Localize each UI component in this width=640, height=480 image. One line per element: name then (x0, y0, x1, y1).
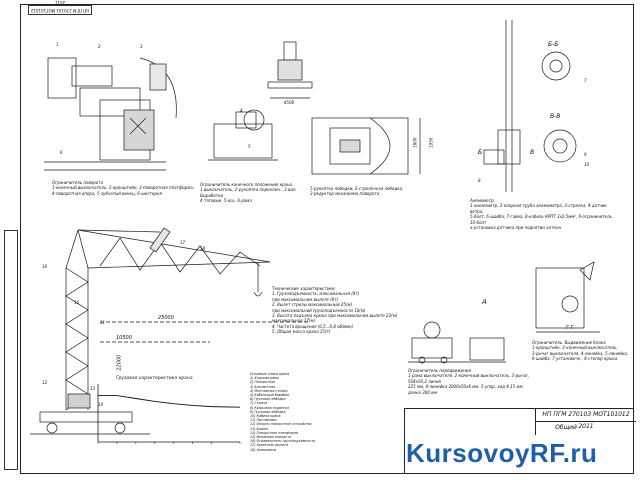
load-chart-frame (97, 384, 240, 443)
callout-15: 15 (74, 300, 80, 305)
dim-1950: 1950 (428, 137, 434, 148)
section-vv-label: В-В (550, 113, 561, 120)
crane-legend: Условные знаки крана 1) Ходовая рама 2) … (250, 372, 316, 452)
callout-17: 17 (180, 240, 186, 245)
supports-note: 5-рукоятка лебедки, 2-стрелочная лебедка… (310, 186, 404, 197)
load-curve-line (98, 395, 241, 408)
section-gg-label: Г-Г (566, 325, 574, 331)
turn-limiter-note: Ограничитель поворота 1-конечный выключа… (52, 180, 195, 196)
callout-12: 12 (42, 380, 48, 385)
load-chart-marks (97, 395, 241, 444)
drawing-code: НП ПГМ 270103 МОТ101012 2011 (535, 409, 636, 430)
callout-5: 5 (248, 144, 251, 149)
dim-1600: 1600 (412, 137, 418, 148)
tower-crane-drawing (30, 227, 310, 435)
callout-1: 1 (56, 42, 59, 47)
side-stamp-strip (4, 230, 18, 470)
load-chart-title: Грузовая характеристика крана (116, 376, 193, 381)
drawing-sheet-frame (20, 4, 634, 474)
section-a-label: А (482, 298, 487, 306)
turntable-plan-drawing (311, 117, 421, 175)
callout-6: 6 (60, 150, 63, 155)
callout-4: 4 (240, 108, 243, 113)
watermark-logo: KursovoyRF.ru (406, 438, 598, 468)
travel-limiter-note: Ограничитель конечного положения крана 1… (200, 182, 297, 204)
callout-9: 9 (584, 152, 587, 157)
callout-3: 3 (140, 44, 143, 49)
callout-16: 16 (42, 264, 48, 269)
callout-8: 8 (478, 178, 481, 183)
callout-11: 11 (100, 320, 106, 325)
drawing-name: Общий (535, 421, 596, 435)
callout-18: 18 (200, 246, 206, 251)
turn-limiter-drawing (44, 57, 177, 171)
rope-limiter-drawing (535, 261, 600, 333)
specs-note: Технические характеристики 1. Грузоподъе… (272, 286, 398, 335)
callout-14: 14 (98, 402, 104, 407)
callout-10: 10 (584, 162, 590, 167)
section-bb-label: Б-Б (548, 41, 559, 48)
travel-end-limiter-drawing (408, 321, 506, 364)
callout-13: 13 (90, 386, 96, 391)
travel-limiter-drawing (208, 109, 278, 161)
dim-22000: 22000 (116, 354, 123, 371)
section-b-label: Б (478, 149, 483, 156)
dim-10500: 10500 (116, 335, 132, 341)
title-block: НП ПГМ 270103 МОТ101012 2011 Общий (404, 408, 636, 474)
section-v-label: В (530, 149, 535, 156)
rope-limiter-note: Ограничитель. Выдвижение блока 1-кронште… (532, 340, 629, 362)
anemometer-note: Анемометр: 1-анемометр, 2-опорная труба … (470, 198, 614, 231)
dim-25000: 25000 (158, 315, 174, 321)
dim-4500: 4500 (284, 100, 295, 105)
anemometer-drawing (483, 20, 577, 192)
hook-assembly-drawing (267, 41, 313, 99)
callout-7: 7 (584, 78, 587, 83)
end-limiter-note: Ограничитель передвижения 1-рама выключа… (408, 368, 530, 395)
callout-2: 2 (98, 44, 101, 49)
